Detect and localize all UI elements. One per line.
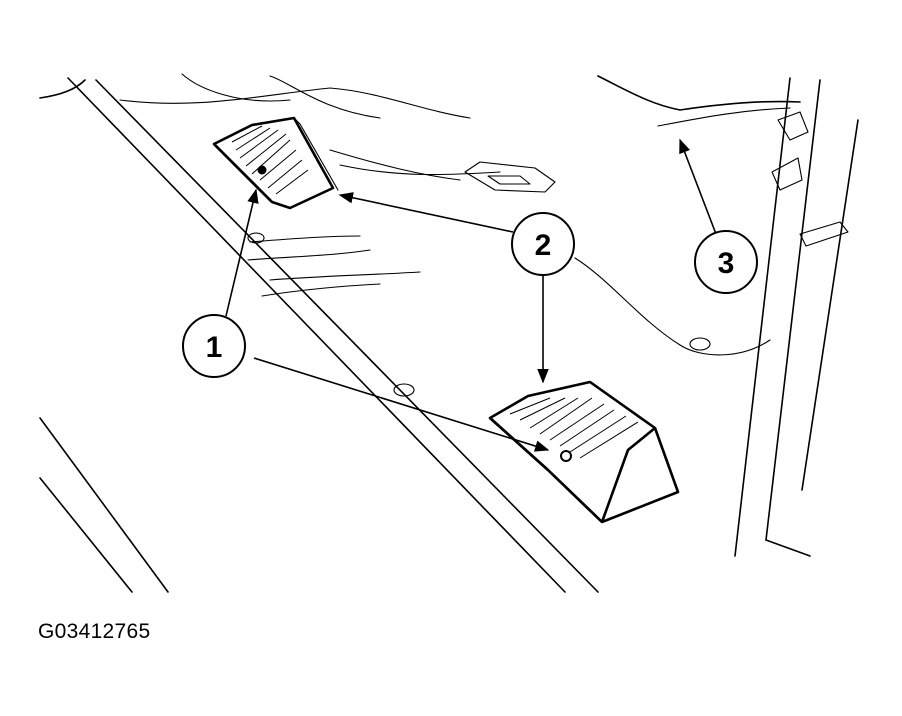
callout-2: 2 bbox=[511, 212, 575, 276]
leader-lines bbox=[225, 138, 717, 452]
callout-1-circle bbox=[182, 314, 246, 378]
upper-screw bbox=[257, 165, 267, 175]
callout-3-label: 3 bbox=[718, 247, 735, 280]
figure-code: G03412765 bbox=[38, 620, 151, 643]
lower-lamp bbox=[488, 380, 680, 524]
callout-1-label: 1 bbox=[206, 331, 223, 364]
callout-3: 3 bbox=[694, 230, 758, 294]
lower-screw bbox=[560, 450, 572, 462]
callout-2-label: 2 bbox=[535, 229, 552, 262]
callout-2-circle bbox=[511, 212, 575, 276]
upper-lamp bbox=[212, 116, 339, 210]
callout-1: 1 bbox=[182, 314, 246, 378]
body-panel-lines bbox=[39, 73, 859, 593]
callout-3-circle bbox=[694, 230, 758, 294]
